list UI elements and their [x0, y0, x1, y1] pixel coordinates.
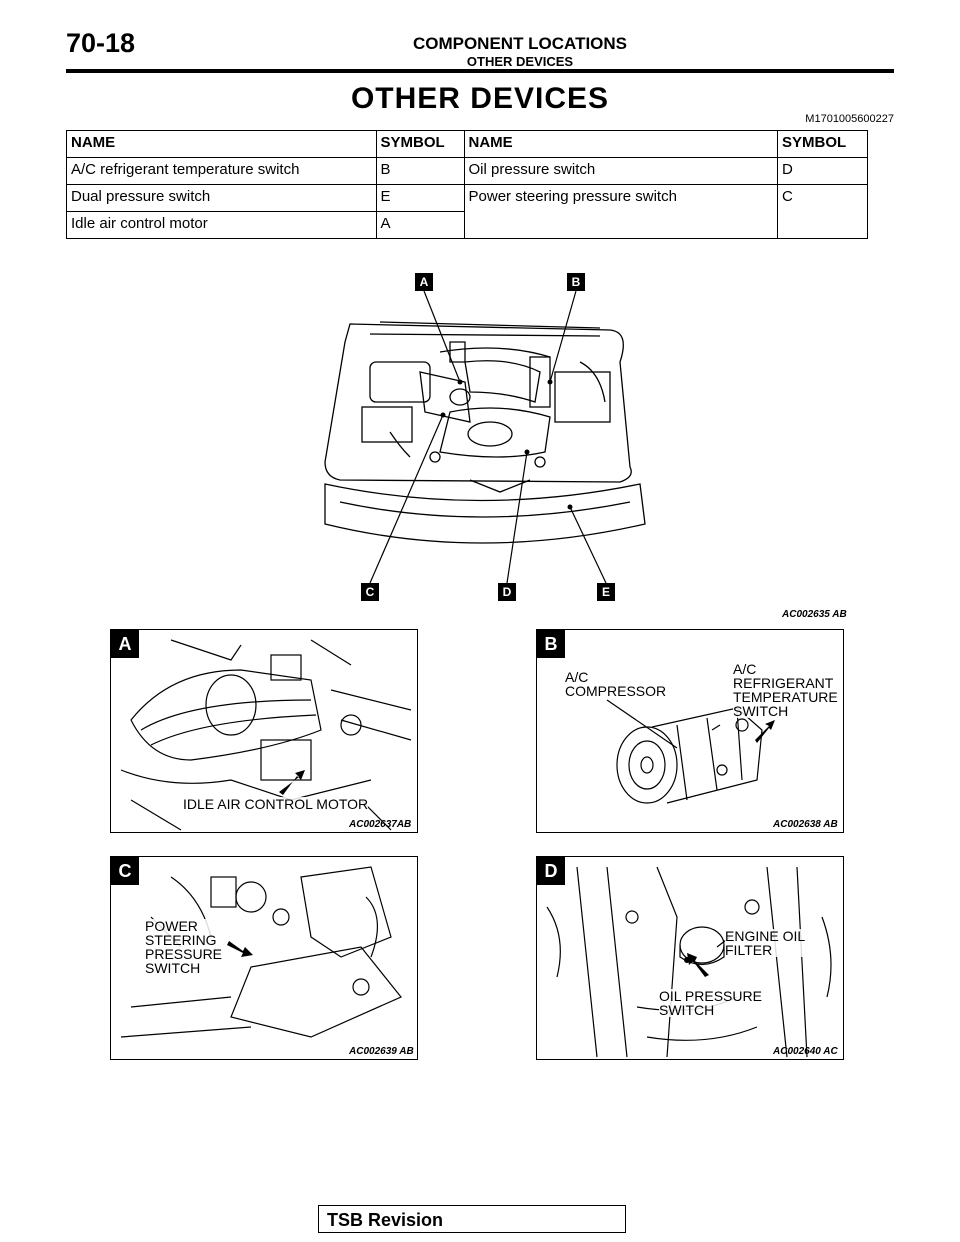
detail-panel-d: D ENGINE OIL FILTER OIL PRESSURE SWITCH …	[536, 856, 844, 1060]
table-row: Dual pressure switch E Power steering pr…	[66, 184, 868, 239]
figure-code: AC002638 AB	[773, 819, 838, 830]
subsection-title: OTHER DEVICES	[466, 54, 574, 69]
callout-a: A	[415, 273, 433, 291]
table-cell: A/C refrigerant temperature switch	[66, 157, 377, 185]
table-cell: Oil pressure switch	[463, 157, 779, 185]
callout-d: D	[498, 583, 516, 601]
table-cell: B	[375, 157, 465, 185]
figure-code: AC002639 AB	[349, 1046, 414, 1057]
ac-compressor-drawing	[606, 699, 775, 804]
table-cell: D	[777, 157, 868, 185]
table-cell: Idle air control motor	[66, 211, 377, 239]
idle-air-control-drawing	[120, 639, 412, 831]
panel-tag-d: D	[537, 857, 565, 885]
page-number: 70-18	[66, 28, 136, 58]
callout-e: E	[597, 583, 615, 601]
engine-bay-overview-figure: A B C D E AC002635 AB	[300, 262, 900, 622]
table-cell: A	[375, 211, 465, 239]
detail-panel-b: B A/C COMPRESSOR A/C REFRIGERANT TEMPERA…	[536, 629, 844, 833]
panel-tag-a: A	[111, 630, 139, 658]
document-id: M1701005600227	[805, 113, 894, 125]
table-header: SYMBOL	[375, 130, 465, 158]
component-table: NAME SYMBOL NAME SYMBOL A/C refrigerant …	[66, 130, 868, 239]
callout-c: C	[361, 583, 379, 601]
figure-code: AC002637AB	[349, 819, 412, 830]
detail-panel-c: C POWER STEERING PRESSURE SWITCH AC00263…	[110, 856, 418, 1060]
power-steering-drawing	[120, 866, 402, 1038]
page-title: OTHER DEVICES	[350, 82, 610, 115]
table-row: Idle air control motor A	[66, 211, 868, 239]
power-steering-pressure-switch-label: POWER STEERING PRESSURE SWITCH	[145, 918, 223, 976]
oil-pressure-drawing	[546, 866, 832, 1058]
table-header: SYMBOL	[777, 130, 868, 158]
table-row: A/C refrigerant temperature switch B Oil…	[66, 157, 868, 185]
panel-tag-c: C	[111, 857, 139, 885]
header-rule	[66, 69, 894, 73]
engine-oil-filter-label: ENGINE OIL FILTER	[725, 928, 806, 958]
oil-pressure-switch-label: OIL PRESSURE SWITCH	[659, 988, 762, 1018]
callout-b: B	[567, 273, 585, 291]
figure-code: AC002640 AC	[773, 1046, 838, 1057]
section-title: COMPONENT LOCATIONS	[412, 34, 628, 53]
ac-refrigerant-temperature-switch-label: A/C REFRIGERANT TEMPERATURE SWITCH	[733, 661, 838, 719]
panel-tag-b: B	[537, 630, 565, 658]
engine-bay-drawing	[324, 290, 646, 584]
idle-air-control-motor-label: IDLE AIR CONTROL MOTOR	[183, 796, 369, 812]
figure-code: AC002635 AB	[782, 609, 847, 620]
detail-panel-a: A IDLE AIR CONTROL MOTOR AC002637AB	[110, 629, 418, 833]
table-cell: Power steering pressure switch	[463, 184, 779, 239]
ac-compressor-label: A/C COMPRESSOR	[565, 669, 667, 699]
table-header: NAME	[66, 130, 377, 158]
table-cell: C	[777, 184, 868, 239]
table-header: NAME	[463, 130, 779, 158]
table-cell: E	[375, 184, 465, 212]
tsb-revision-box: TSB Revision	[318, 1205, 626, 1233]
table-header-row: NAME SYMBOL NAME SYMBOL	[66, 130, 868, 158]
table-cell: Dual pressure switch	[66, 184, 377, 212]
